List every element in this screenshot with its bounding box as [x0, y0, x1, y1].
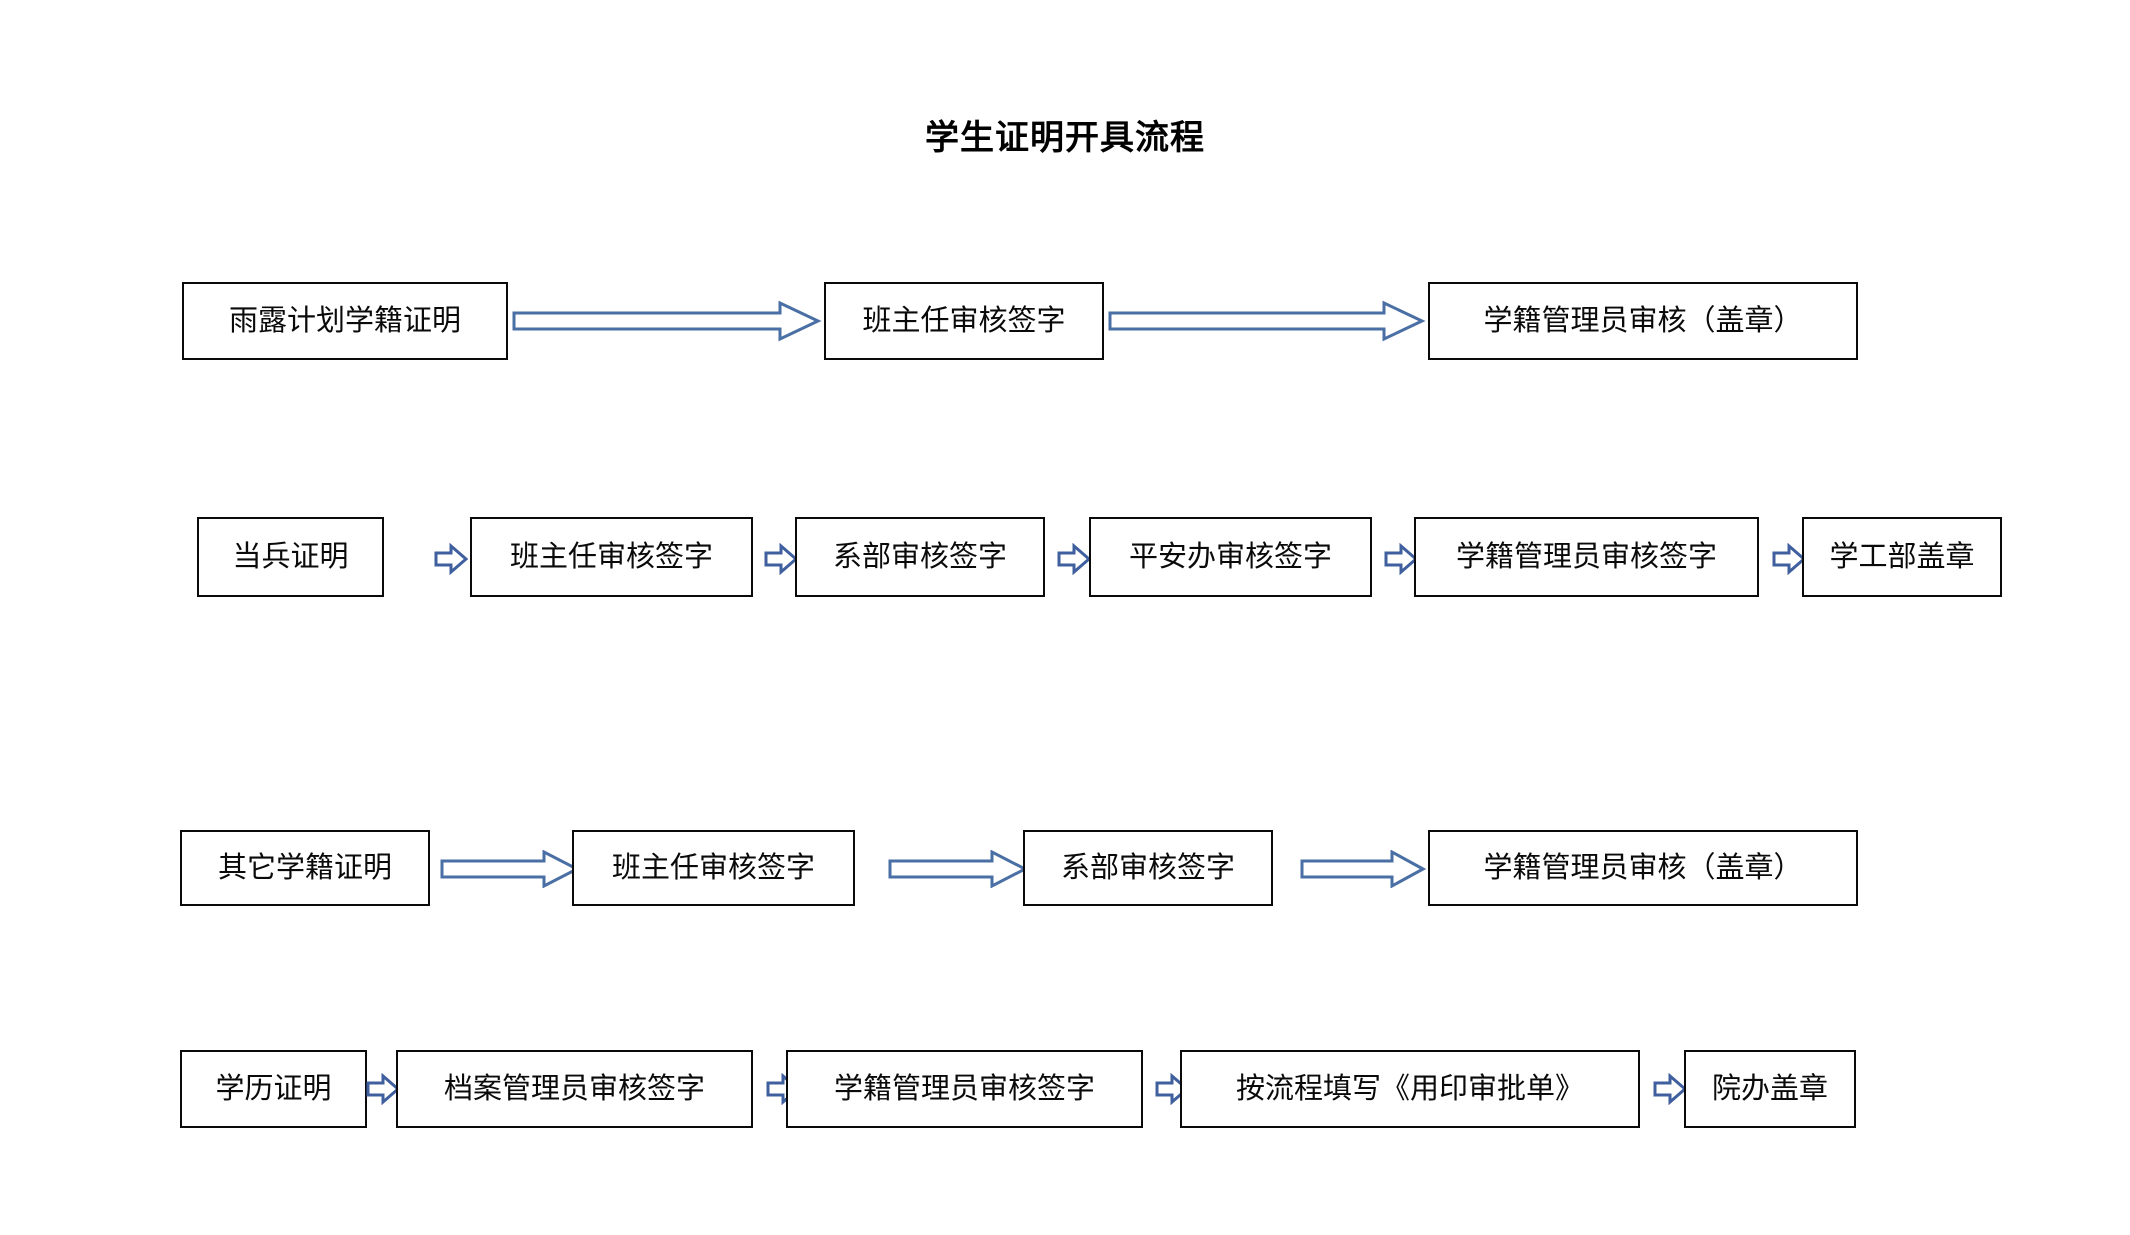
arrow-dangbing-2-3 [764, 543, 798, 575]
arrow-qita-3-4 [1300, 850, 1426, 888]
arrow-xueli-3-4 [1155, 1073, 1189, 1105]
node-qita-1[interactable]: 其它学籍证明 [180, 830, 430, 906]
node-xueli-1[interactable]: 学历证明 [180, 1050, 367, 1128]
arrow-dangbing-1-2 [434, 543, 468, 575]
arrow-qita-1-2 [440, 850, 580, 888]
arrow-xueli-1-2 [366, 1073, 400, 1105]
arrow-yulu-2-3 [1108, 300, 1426, 342]
page-title: 学生证明开具流程 [925, 118, 1205, 158]
node-dangbing-1[interactable]: 当兵证明 [197, 517, 384, 597]
arrow-qita-2-3 [888, 850, 1028, 888]
node-dangbing-5[interactable]: 学籍管理员审核签字 [1414, 517, 1759, 597]
arrow-dangbing-4-5 [1384, 543, 1418, 575]
node-yulu-2[interactable]: 班主任审核签字 [824, 282, 1104, 360]
node-dangbing-4[interactable]: 平安办审核签字 [1089, 517, 1372, 597]
node-xueli-2[interactable]: 档案管理员审核签字 [396, 1050, 753, 1128]
node-xueli-5[interactable]: 院办盖章 [1684, 1050, 1856, 1128]
node-qita-4[interactable]: 学籍管理员审核（盖章） [1428, 830, 1858, 906]
arrow-dangbing-5-6 [1772, 543, 1806, 575]
node-dangbing-3[interactable]: 系部审核签字 [795, 517, 1045, 597]
node-yulu-1[interactable]: 雨露计划学籍证明 [182, 282, 508, 360]
node-qita-3[interactable]: 系部审核签字 [1023, 830, 1273, 906]
node-dangbing-6[interactable]: 学工部盖章 [1802, 517, 2002, 597]
arrow-yulu-1-2 [512, 300, 822, 342]
arrow-dangbing-3-4 [1057, 543, 1091, 575]
node-xueli-3[interactable]: 学籍管理员审核签字 [786, 1050, 1143, 1128]
node-dangbing-2[interactable]: 班主任审核签字 [470, 517, 753, 597]
node-xueli-4[interactable]: 按流程填写《用印审批单》 [1180, 1050, 1640, 1128]
arrow-xueli-4-5 [1653, 1073, 1687, 1105]
node-yulu-3[interactable]: 学籍管理员审核（盖章） [1428, 282, 1858, 360]
node-qita-2[interactable]: 班主任审核签字 [572, 830, 855, 906]
